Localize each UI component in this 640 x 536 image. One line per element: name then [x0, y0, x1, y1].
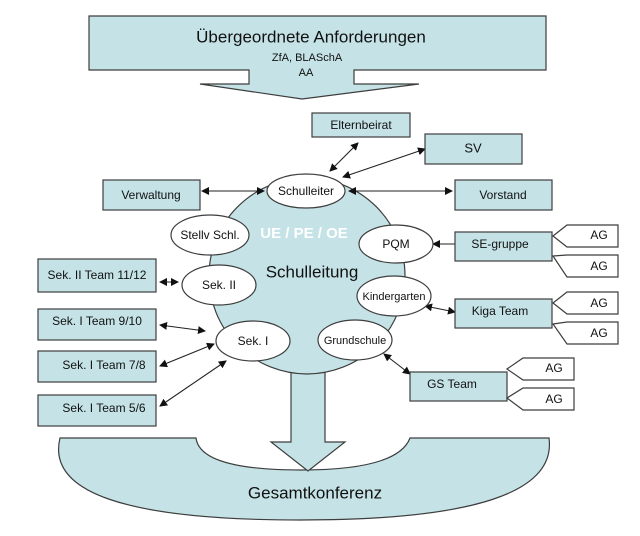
box-se-gruppe: SE-gruppe [454, 231, 553, 262]
gesamtkonferenz-shape [58, 437, 550, 521]
svg-text:GS Team: GS Team [427, 377, 477, 391]
ellipse-stellv-schl: Stellv Schl. [170, 214, 250, 256]
svg-text:AG: AG [590, 296, 607, 310]
ag-tag: AG [551, 321, 619, 345]
svg-text:Sek. I Team 7/8: Sek. I Team 7/8 [62, 358, 145, 372]
connector-sek1-78 [159, 342, 215, 368]
svg-text:Kindergarten: Kindergarten [363, 291, 426, 303]
connector-gs-team [383, 353, 411, 375]
gesamtkonferenz-label: Gesamtkonferenz [248, 483, 382, 502]
ag-tag: AG [552, 224, 619, 248]
ag-tag: AG [551, 254, 619, 278]
svg-text:Elternbeirat: Elternbeirat [330, 118, 392, 132]
svg-text:SE-gruppe: SE-gruppe [471, 237, 529, 251]
ellipse-pqm: PQM [358, 224, 434, 264]
svg-text:Vorstand: Vorstand [479, 188, 526, 202]
svg-text:Verwaltung: Verwaltung [121, 188, 180, 202]
ellipse-sek2: Sek. II [181, 264, 257, 306]
ellipse-schulleiter: Schulleiter [266, 173, 346, 209]
top-requirements-arrow [88, 15, 547, 100]
box-verwaltung: Verwaltung [102, 179, 201, 211]
connector-sek1-56 [159, 360, 227, 407]
svg-text:Kiga Team: Kiga Team [472, 304, 528, 318]
connector-kiga-team [424, 303, 456, 315]
box-sv: SV [424, 133, 523, 165]
svg-text:Sek. I: Sek. I [238, 334, 269, 348]
top-title: Übergeordnete Anforderungen [196, 27, 426, 46]
svg-text:Sek. II Team 11/12: Sek. II Team 11/12 [48, 268, 147, 282]
top-line2: AA [299, 67, 314, 79]
ag-tag: AG [505, 357, 575, 381]
ellipse-kindergarten: Kindergarten [356, 275, 432, 317]
center-down-arrow [269, 359, 347, 472]
box-elternbeirat: Elternbeirat [311, 112, 411, 138]
svg-text:Sek. I Team 9/10: Sek. I Team 9/10 [52, 314, 142, 328]
box-sek1-team-56: Sek. I Team 5/6 [37, 394, 157, 427]
svg-text:Sek. II: Sek. II [202, 278, 236, 292]
connector-sek1-910 [159, 321, 206, 335]
ag-tag: AG [552, 291, 619, 315]
svg-text:Grundschule: Grundschule [324, 335, 386, 347]
svg-text:PQM: PQM [382, 237, 409, 251]
svg-text:Sek. I Team 5/6: Sek. I Team 5/6 [62, 401, 145, 415]
ellipse-sek1: Sek. I [215, 320, 291, 362]
box-sek1-team-910: Sek. I Team 9/10 [37, 308, 157, 341]
svg-text:AG: AG [590, 326, 607, 340]
box-vorstand: Vorstand [454, 179, 553, 211]
box-gs-team: GS Team [409, 371, 508, 402]
svg-text:AG: AG [590, 259, 607, 273]
box-sek1-team-78: Sek. I Team 7/8 [37, 350, 157, 383]
connector-sv [342, 147, 426, 179]
svg-text:AG: AG [545, 392, 562, 406]
connector-elternbeirat [329, 142, 359, 172]
svg-text:AG: AG [590, 228, 607, 242]
svg-text:SV: SV [464, 140, 482, 155]
top-line1: ZfA, BLASchA [272, 52, 343, 64]
box-kiga-team: Kiga Team [454, 298, 553, 329]
ellipse-grundschule: Grundschule [317, 319, 393, 361]
box-sek2-team: Sek. II Team 11/12 [37, 258, 157, 293]
ag-tag: AG [505, 387, 575, 411]
svg-text:AG: AG [545, 361, 562, 375]
ue-pe-oe-label: UE / PE / OE [260, 225, 348, 242]
svg-text:Stellv Schl.: Stellv Schl. [180, 228, 239, 242]
schulleitung-label: Schulleitung [266, 262, 359, 281]
svg-text:Schulleiter: Schulleiter [278, 184, 334, 198]
